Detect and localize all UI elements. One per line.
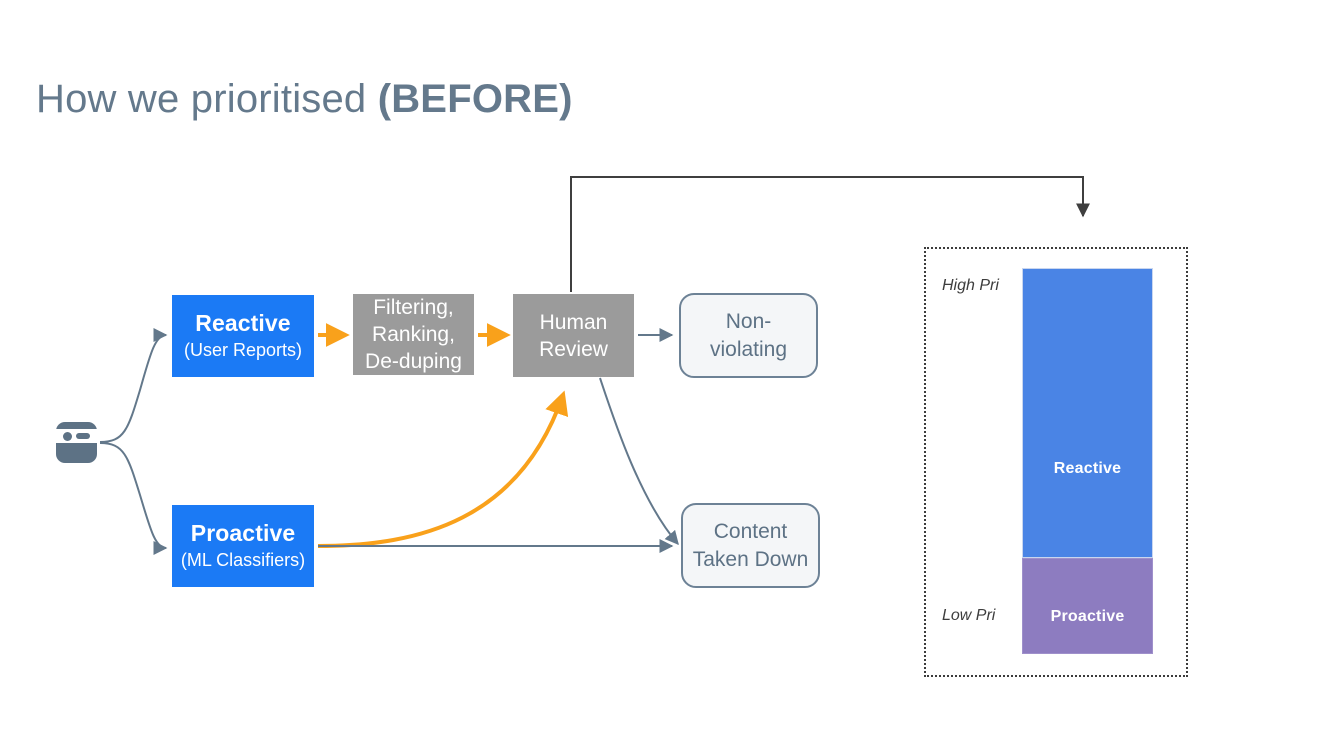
page-title-bold: (BEFORE) bbox=[377, 77, 573, 121]
bar-segment-proactive[interactable]: Proactive bbox=[1022, 557, 1153, 654]
icon-dot bbox=[63, 431, 72, 441]
node-human-review-line2: Review bbox=[539, 337, 608, 361]
node-proactive-subtitle: (ML Classifiers) bbox=[180, 550, 306, 570]
priority-low-label: Low Pri bbox=[942, 607, 996, 624]
node-reactive[interactable]: Reactive (User Reports) bbox=[172, 295, 314, 377]
bar-segment-proactive-label: Proactive bbox=[1050, 607, 1125, 625]
node-reactive-subtitle: (User Reports) bbox=[183, 340, 303, 360]
connector-source-to-proactive bbox=[99, 442, 168, 555]
node-content-taken-down-line2: Taken Down bbox=[692, 547, 809, 571]
connector-human-to-takendown bbox=[599, 377, 679, 546]
node-filtering-line3: De-duping bbox=[365, 350, 462, 373]
node-proactive[interactable]: Proactive (ML Classifiers) bbox=[172, 505, 314, 587]
node-human-review[interactable]: Human Review bbox=[513, 294, 634, 377]
bar-segment-reactive-label: Reactive bbox=[1053, 459, 1122, 477]
node-content-taken-down-line1: Content bbox=[713, 519, 788, 543]
page-title: How we prioritised (BEFORE) bbox=[36, 72, 573, 126]
icon-dash bbox=[76, 433, 90, 439]
node-content-taken-down[interactable]: Content Taken Down bbox=[681, 503, 820, 588]
connector-source-to-reactive bbox=[99, 328, 168, 443]
page-title-regular: How we prioritised bbox=[36, 77, 378, 121]
node-filtering-line2: Ranking, bbox=[372, 323, 455, 346]
content-item-icon bbox=[56, 422, 97, 463]
priority-high-label: High Pri bbox=[942, 277, 999, 294]
bar-segment-reactive[interactable]: Reactive bbox=[1022, 268, 1153, 558]
node-non-violating-line1: Non- bbox=[725, 309, 772, 333]
node-human-review-line1: Human bbox=[539, 310, 608, 334]
node-proactive-title: Proactive bbox=[190, 520, 296, 546]
node-non-violating[interactable]: Non- violating bbox=[679, 293, 818, 378]
node-filtering[interactable]: Filtering, Ranking, De-duping bbox=[353, 294, 474, 375]
connector-proactive-to-human bbox=[317, 390, 569, 548]
node-reactive-title: Reactive bbox=[195, 310, 291, 336]
node-filtering-line1: Filtering, bbox=[373, 296, 454, 319]
priority-stacked-bar: Reactive Proactive bbox=[1022, 268, 1153, 654]
node-non-violating-line2: violating bbox=[709, 337, 788, 361]
